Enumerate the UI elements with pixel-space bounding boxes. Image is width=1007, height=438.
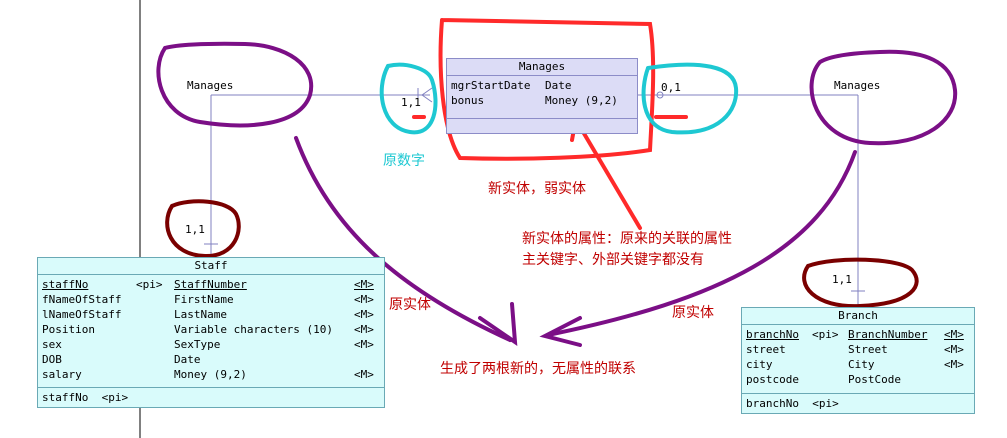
attribute-row: branchNo <pi> BranchNumber <M> xyxy=(746,327,970,342)
purple-arrow-right xyxy=(546,150,857,337)
zero-mark xyxy=(656,91,664,99)
purple-arrow-left xyxy=(294,136,512,342)
annotation-new-entity: 新实体，弱实体 xyxy=(488,181,586,197)
attribute-type: Street xyxy=(848,343,888,356)
cardinality-left-manages: 1,1 xyxy=(401,96,421,109)
attribute-row: Position Variable characters (10) <M> xyxy=(42,322,380,337)
attribute-mandatory: <M> xyxy=(944,358,964,371)
attribute-mandatory: <M> xyxy=(354,308,374,321)
attribute-name: sex xyxy=(42,338,62,351)
attribute-pi xyxy=(136,352,174,367)
attribute-row: bonus Money (9,2) xyxy=(451,93,633,108)
attribute-pi xyxy=(136,367,174,382)
relationship-label-right: Manages xyxy=(834,79,881,92)
attribute-type: Date xyxy=(174,353,201,366)
annotation-new-entity-attr-1: 新实体的属性：原来的关联的属性 xyxy=(522,231,732,247)
red-arrow-shaft xyxy=(574,118,642,230)
attribute-type: LastName xyxy=(174,308,227,321)
attribute-type: PostCode xyxy=(848,373,901,386)
attribute-name: staffNo xyxy=(42,278,89,291)
attribute-pi xyxy=(812,342,848,357)
attribute-name: mgrStartDate xyxy=(451,79,531,92)
attribute-name: street xyxy=(746,343,786,356)
attribute-type: FirstName xyxy=(174,293,234,306)
purple-arrowhead-left xyxy=(478,302,518,347)
staff-entity-identifier: staffNo <pi> xyxy=(38,387,384,407)
annotation-original-entity-left: 原实体 xyxy=(389,297,431,313)
branch-entity-identifier: branchNo <pi> xyxy=(742,393,974,413)
attribute-row: lNameOfStaff LastName <M> xyxy=(42,307,380,322)
attribute-row: staffNo <pi> StaffNumber <M> xyxy=(42,277,380,292)
attribute-row: street Street <M> xyxy=(746,342,970,357)
purple-circle-left xyxy=(156,41,314,128)
crowfoot-mark xyxy=(421,94,433,103)
branch-entity-title: Branch xyxy=(742,308,974,325)
annotation-new-entity-attr-2: 主关键字、外部关键字都没有 xyxy=(522,252,704,268)
attribute-pi xyxy=(136,292,174,307)
attribute-mandatory: <M> xyxy=(354,278,374,291)
attribute-mandatory: <M> xyxy=(354,368,374,381)
attribute-name: DOB xyxy=(42,353,62,366)
attribute-row: postcode PostCode xyxy=(746,372,970,387)
attribute-pi xyxy=(812,372,848,387)
attribute-type: Money (9,2) xyxy=(174,368,247,381)
attribute-row: DOB Date xyxy=(42,352,380,367)
annotation-original-entity-right: 原实体 xyxy=(672,305,714,321)
attribute-row: city City <M> xyxy=(746,357,970,372)
darkred-circle-branch xyxy=(802,257,919,309)
attribute-row: fNameOfStaff FirstName <M> xyxy=(42,292,380,307)
cardinality-right-manages: 0,1 xyxy=(661,81,681,94)
attribute-name: salary xyxy=(42,368,82,381)
cardinality-branch: 1,1 xyxy=(832,273,852,286)
attribute-name: fNameOfStaff xyxy=(42,293,122,306)
red-box-manages xyxy=(438,18,656,161)
attribute-pi xyxy=(812,357,848,372)
staff-entity-title: Staff xyxy=(38,258,384,275)
attribute-pi: <pi> xyxy=(812,328,839,341)
attribute-name: city xyxy=(746,358,773,371)
attribute-type: BranchNumber xyxy=(848,328,928,341)
attribute-pi xyxy=(136,322,174,337)
staff-entity[interactable]: Staff staffNo <pi> StaffNumber <M> fName… xyxy=(37,257,385,408)
attribute-row: sex SexType <M> xyxy=(42,337,380,352)
attribute-name: Position xyxy=(42,323,95,336)
attribute-name: bonus xyxy=(451,94,485,107)
attribute-name: branchNo xyxy=(746,328,799,341)
attribute-type: Money (9,2) xyxy=(545,94,618,107)
cyan-circle-left xyxy=(379,62,438,135)
cyan-circle-right xyxy=(641,62,739,135)
manages-entity[interactable]: Manages mgrStartDate Date bonus Money (9… xyxy=(446,58,638,134)
attribute-type: StaffNumber xyxy=(174,278,247,291)
branch-entity[interactable]: Branch branchNo <pi> BranchNumber <M> st… xyxy=(741,307,975,414)
attribute-name: postcode xyxy=(746,373,799,386)
purple-circle-right xyxy=(809,49,958,146)
relationship-label-left: Manages xyxy=(187,79,234,92)
attribute-type: Variable characters (10) xyxy=(174,323,333,336)
attribute-mandatory: <M> xyxy=(944,328,964,341)
attribute-pi xyxy=(136,307,174,322)
attribute-type: Date xyxy=(545,79,572,92)
annotation-original-number: 原数字 xyxy=(383,153,425,169)
annotation-result: 生成了两根新的，无属性的联系 xyxy=(440,361,636,377)
attribute-row: mgrStartDate Date xyxy=(451,78,633,93)
attribute-name: lNameOfStaff xyxy=(42,308,122,321)
attribute-type: SexType xyxy=(174,338,221,351)
attribute-mandatory: <M> xyxy=(354,338,374,351)
darkred-circle-staff xyxy=(165,199,241,259)
attribute-mandatory: <M> xyxy=(354,293,374,306)
crowfoot-mark xyxy=(421,87,433,96)
cardinality-staff: 1,1 xyxy=(185,223,205,236)
manages-entity-title: Manages xyxy=(447,59,637,76)
attribute-mandatory: <M> xyxy=(354,323,374,336)
attribute-row: salary Money (9,2) <M> xyxy=(42,367,380,382)
attribute-pi xyxy=(136,337,174,352)
attribute-pi: <pi> xyxy=(136,278,163,291)
manages-entity-identifier xyxy=(447,118,637,138)
purple-arrowhead-right xyxy=(539,316,582,347)
attribute-mandatory: <M> xyxy=(944,343,964,356)
attribute-type: City xyxy=(848,358,875,371)
